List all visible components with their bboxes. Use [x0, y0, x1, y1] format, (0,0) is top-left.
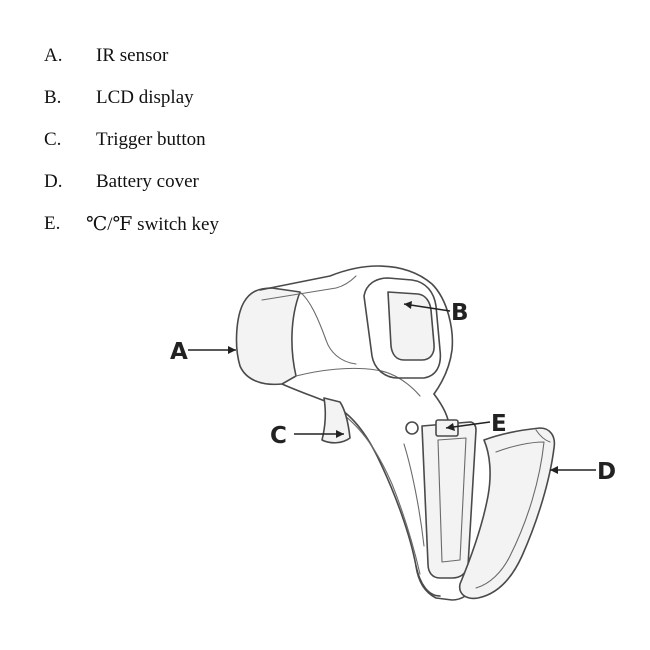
callout-a: A — [170, 339, 236, 365]
arrowhead-e — [446, 423, 455, 431]
legend-label: Battery cover — [96, 171, 199, 192]
legend-letter: D. — [44, 171, 63, 192]
legend-label: LCD display — [96, 87, 194, 108]
battery-cover-inner — [475, 441, 545, 589]
legend-label: ℃/℉ switch key — [86, 214, 219, 235]
callout-label-b: B — [451, 300, 469, 326]
callout-b: B — [403, 300, 469, 326]
handle-back-outline — [433, 393, 453, 423]
upper-body-ridge-2 — [295, 367, 421, 397]
upper-body-outline — [259, 265, 454, 395]
upper-body-side-curve — [299, 291, 357, 365]
callout-e: E — [445, 411, 507, 437]
legend-letter: C. — [44, 129, 62, 150]
legend-label: Trigger button — [96, 129, 206, 150]
legend-letter: B. — [44, 87, 62, 108]
arrowhead-b — [404, 301, 412, 309]
callout-label-d: D — [597, 459, 616, 485]
handle-front-outline — [281, 383, 441, 597]
legend-letter: E. — [44, 213, 61, 234]
battery-compartment — [421, 421, 477, 579]
lcd-display-screen — [387, 291, 435, 361]
battery-cover-latch — [535, 429, 551, 443]
callout-label-e: E — [491, 411, 507, 437]
arrowhead-a — [228, 346, 236, 354]
thermometer-body — [235, 265, 477, 601]
ir-sensor-housing — [235, 287, 301, 386]
callout-label-c: C — [270, 423, 287, 449]
legend-label: IR sensor — [96, 45, 169, 66]
battery-cell — [437, 437, 467, 563]
battery-cover — [458, 427, 556, 600]
callout-label-a: A — [170, 339, 188, 365]
inner-ridge — [403, 443, 425, 547]
upper-body-ridge — [261, 275, 357, 301]
battery-cover-shell — [458, 427, 556, 600]
arrowhead-c — [336, 430, 344, 438]
screw-hole — [405, 421, 419, 435]
callout-d: D — [550, 459, 616, 485]
trigger-button — [321, 397, 351, 444]
arrowhead-d — [550, 466, 558, 474]
callout-c: C — [270, 423, 344, 449]
legend-letter: A. — [44, 45, 63, 66]
handle-front-inner — [339, 411, 421, 575]
callout-arrow-b — [403, 303, 451, 312]
lcd-display-bezel — [363, 277, 442, 379]
